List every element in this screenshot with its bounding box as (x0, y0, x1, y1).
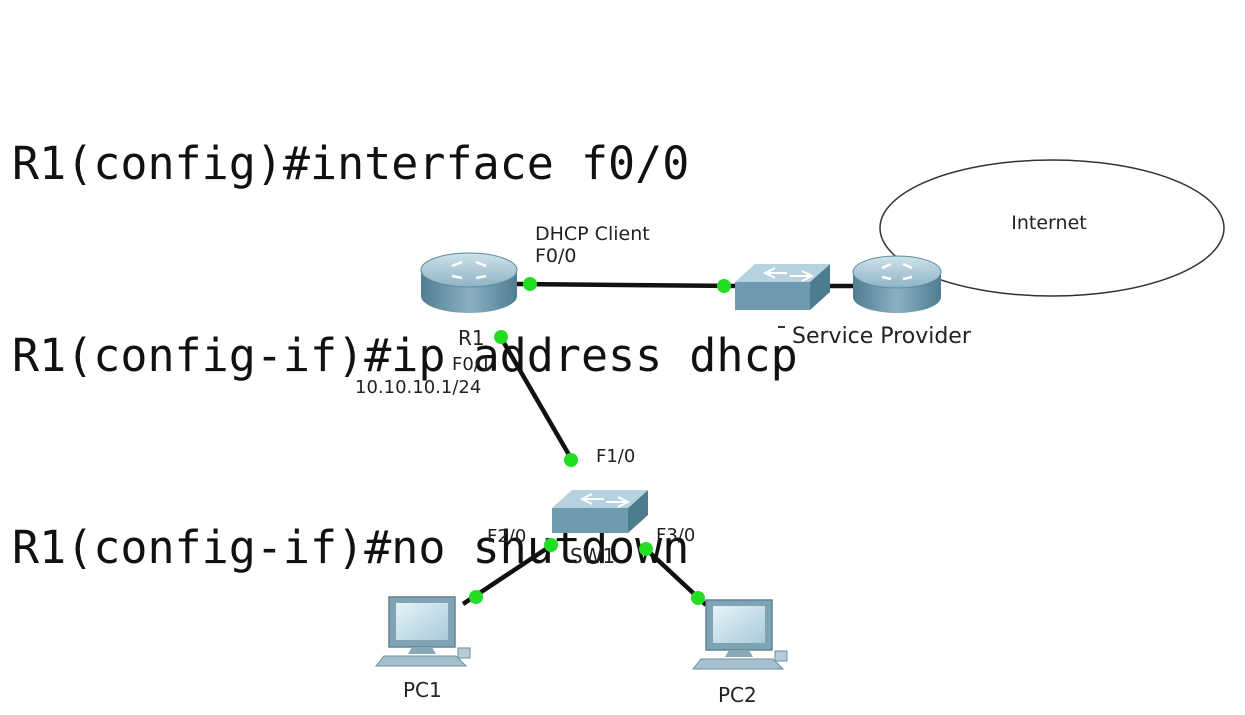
service-provider-label: Service Provider (792, 324, 972, 349)
internet-label: Internet (1011, 212, 1086, 234)
cli-command-block: R1(config)#interface f0/0 R1(config-if)#… (12, 4, 798, 644)
isp-router-icon[interactable] (852, 255, 942, 313)
port-pc2 (691, 591, 705, 605)
internet-cloud (879, 159, 1225, 297)
link-r1-isp-switch (514, 281, 741, 289)
isp-switch-icon[interactable] (735, 264, 830, 310)
sw1-f20-label: F2/0 (487, 526, 526, 547)
pc1-icon[interactable] (374, 596, 471, 667)
port-isp-switch (717, 279, 731, 293)
r1-f00-label: F0/0 (535, 245, 577, 267)
pc1-label: PC1 (403, 678, 442, 702)
link-r1-sw1 (498, 334, 574, 462)
sw1-f30-label: F3/0 (656, 525, 695, 546)
pc2-label: PC2 (718, 683, 757, 707)
r1-f01-label: F0/1 (452, 354, 491, 375)
port-r1-f01 (494, 330, 508, 344)
switch-sw1-icon[interactable] (552, 490, 648, 533)
tick-mark (778, 326, 785, 328)
port-sw1-f20 (544, 538, 558, 552)
sw1-label: SW1 (570, 544, 615, 568)
port-sw1-f30 (639, 542, 653, 556)
r1-f01-ip-label: 10.10.10.1/24 (355, 377, 481, 398)
r1-label: R1 (458, 326, 485, 350)
port-pc1 (469, 590, 483, 604)
sw1-f10-label: F1/0 (596, 446, 635, 467)
port-sw1-f10 (564, 453, 578, 467)
port-r1-f00 (523, 277, 537, 291)
router-r1-icon[interactable] (420, 252, 518, 313)
r1-f00-role-label: DHCP Client (535, 223, 650, 245)
pc2-icon[interactable] (691, 599, 788, 670)
cli-line-interface: R1(config)#interface f0/0 (12, 137, 690, 190)
cli-line-ip-address: R1(config-if)#ip address dhcp (12, 329, 798, 382)
cli-line-no-shutdown: R1(config-if)#no shutdown (12, 521, 690, 574)
